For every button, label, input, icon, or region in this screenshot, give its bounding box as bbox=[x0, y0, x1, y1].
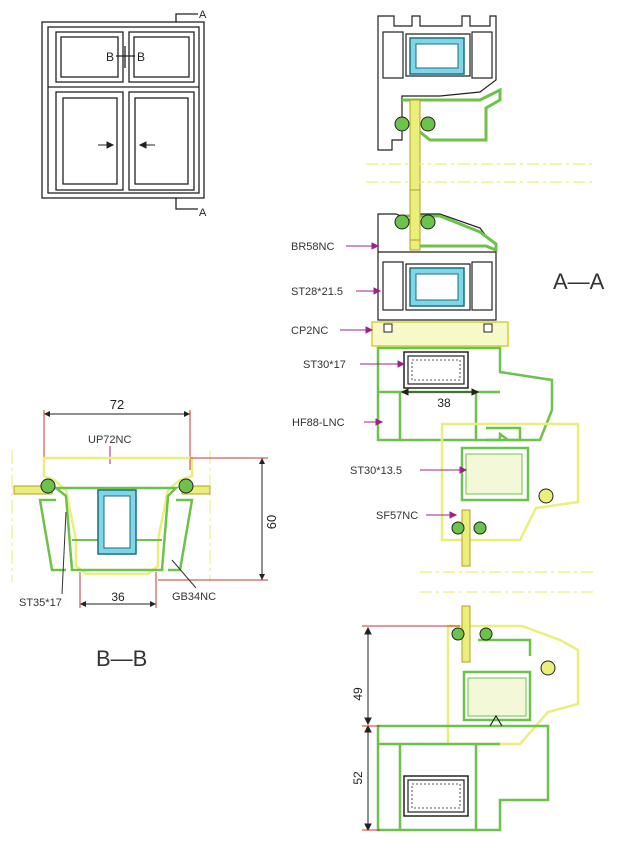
dim-49-label: 49 bbox=[351, 687, 365, 701]
aa-steel-bottom bbox=[407, 779, 465, 813]
aa-sash-sf57 bbox=[440, 422, 580, 542]
section-bb-title: B—B bbox=[96, 646, 147, 671]
aa-callout-leaders bbox=[340, 242, 468, 519]
label-up72nc: UP72NC bbox=[88, 434, 131, 446]
aa-steel-st30x17 bbox=[407, 355, 465, 385]
aa-callouts: BR58NC ST28*21.5 CP2NC ST30*17 HF88-LNC … bbox=[291, 241, 418, 522]
dim-36-label: 36 bbox=[111, 590, 125, 604]
bb-dimension-36 bbox=[79, 572, 157, 608]
aa-top-sash-green bbox=[402, 87, 502, 142]
section-marker-b-right: B bbox=[137, 50, 145, 64]
callout-st30x13: ST30*13.5 bbox=[350, 465, 402, 477]
elevation-outer-frame bbox=[41, 21, 205, 199]
aa-dimension-38 bbox=[400, 388, 480, 396]
aa-coupler-cp2nc bbox=[371, 321, 509, 347]
aa-break-lines bbox=[366, 163, 596, 183]
callout-hf88: HF88-LNC bbox=[292, 417, 345, 429]
window-elevation bbox=[41, 13, 205, 210]
section-marker-a-top: A bbox=[199, 9, 207, 21]
aa-glass-upper bbox=[409, 99, 421, 251]
section-marker-a-bottom: A bbox=[199, 207, 207, 219]
callout-st28x21: ST28*21.5 bbox=[291, 286, 343, 298]
aa-glass-lower bbox=[409, 189, 421, 241]
callout-br58nc: BR58NC bbox=[291, 241, 334, 253]
aa-top-frame-profile bbox=[377, 15, 497, 151]
section-aa-title: A—A bbox=[553, 269, 605, 294]
callout-cp2nc: CP2NC bbox=[291, 325, 328, 337]
dim-72-label: 72 bbox=[110, 397, 124, 412]
aa-lower-sash bbox=[446, 624, 580, 746]
bb-dimension-60 bbox=[158, 457, 268, 581]
elevation-arrows bbox=[98, 141, 155, 149]
aa-dimension-49-52 bbox=[364, 626, 372, 832]
label-gb34nc: GB34NC bbox=[172, 591, 216, 603]
dim-38-label: 38 bbox=[437, 396, 451, 410]
dim-52-label: 52 bbox=[351, 771, 365, 785]
section-marker-b-left: B bbox=[106, 50, 114, 64]
aa-middle-frame-profile bbox=[377, 213, 497, 321]
label-st35x17: ST35*17 bbox=[19, 597, 62, 609]
dim-60-label: 60 bbox=[264, 515, 279, 529]
callout-st30x17: ST30*17 bbox=[303, 359, 346, 371]
callout-sf57nc: SF57NC bbox=[376, 510, 418, 522]
